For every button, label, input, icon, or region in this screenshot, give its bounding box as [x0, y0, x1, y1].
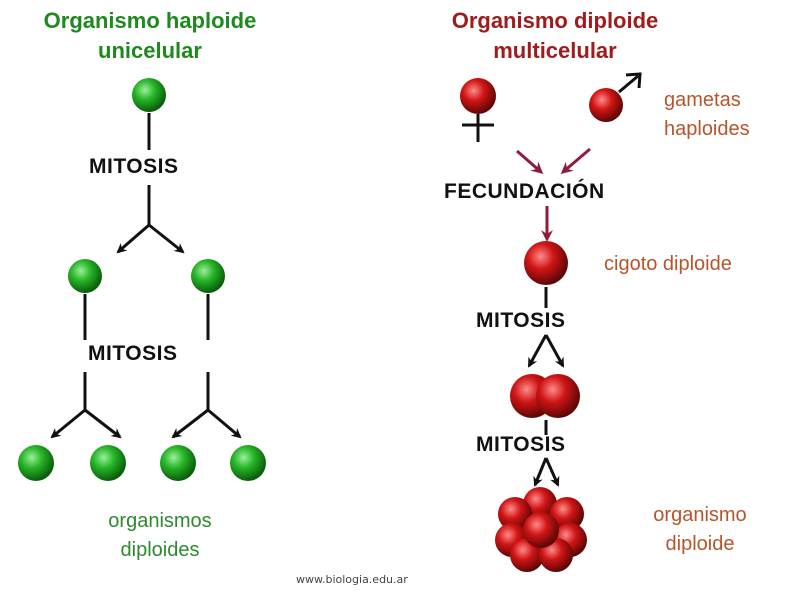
mitosis-label: MITOSIS	[476, 309, 566, 332]
split-arrow	[50, 408, 86, 439]
red-cell	[589, 88, 623, 122]
mitosis-label: MITOSIS	[88, 342, 178, 365]
green-cell	[230, 445, 266, 481]
haploid-caption: organismos diploides	[60, 507, 260, 565]
mitosis-label: MITOSIS	[476, 433, 566, 456]
diploid-caption-line2: diploide	[665, 533, 735, 555]
diploid-title-line1: Organismo diploide	[451, 8, 659, 33]
zygote-cell	[524, 241, 568, 285]
green-cell	[68, 259, 102, 293]
split-arrow	[116, 223, 150, 254]
green-cell	[90, 445, 126, 481]
male-symbol-icon	[625, 72, 642, 89]
split-arrow	[207, 408, 242, 439]
male-gamete	[589, 72, 642, 122]
split-arrow	[544, 334, 565, 368]
split-arrow	[527, 334, 548, 368]
haploid-title: Organismo haploide unicelular	[0, 6, 300, 66]
two-cell-embryo	[510, 374, 580, 418]
red-cell	[550, 497, 584, 531]
green-cell	[18, 445, 54, 481]
green-cell	[132, 78, 166, 112]
haploid-title-line2: unicelular	[98, 38, 202, 63]
haploid-lineage	[18, 78, 266, 481]
diploid-caption: organismo diploide	[620, 501, 780, 559]
gametes-label: gametas haploides	[664, 86, 788, 144]
split-arrow	[84, 408, 122, 439]
haploid-title-line1: Organismo haploide	[43, 8, 257, 33]
footer-credit: www.biologia.edu.ar	[296, 573, 408, 586]
red-cell	[523, 512, 559, 548]
haploid-caption-line2: diploides	[120, 539, 200, 561]
male-symbol-icon	[618, 74, 639, 94]
split-arrow	[533, 457, 548, 487]
diploid-lineage	[460, 72, 642, 572]
green-cell	[160, 445, 196, 481]
split-arrow	[544, 457, 560, 487]
red-cell	[460, 78, 496, 114]
green-cell	[191, 259, 225, 293]
fertilization-arrow	[560, 147, 591, 174]
gametes-label-line1: gametas	[664, 89, 741, 111]
diploid-title: Organismo diploide multicelular	[400, 6, 710, 66]
split-arrow	[171, 408, 209, 439]
red-cell	[536, 374, 580, 418]
haploid-caption-line1: organismos	[108, 510, 212, 532]
gametes-label-line2: haploides	[664, 118, 750, 140]
red-cell	[498, 497, 532, 531]
diploid-title-line2: multicelular	[493, 38, 617, 63]
zygote-label: cigoto diploide	[604, 253, 732, 275]
multicellular-cluster	[495, 487, 587, 572]
mitosis-label: MITOSIS	[89, 155, 179, 178]
fertilization-label: FECUNDACIÓN	[444, 180, 605, 203]
diploid-caption-line1: organismo	[653, 504, 747, 526]
female-gamete	[460, 78, 496, 142]
fertilization-arrow	[516, 149, 544, 174]
split-arrow	[148, 223, 185, 254]
